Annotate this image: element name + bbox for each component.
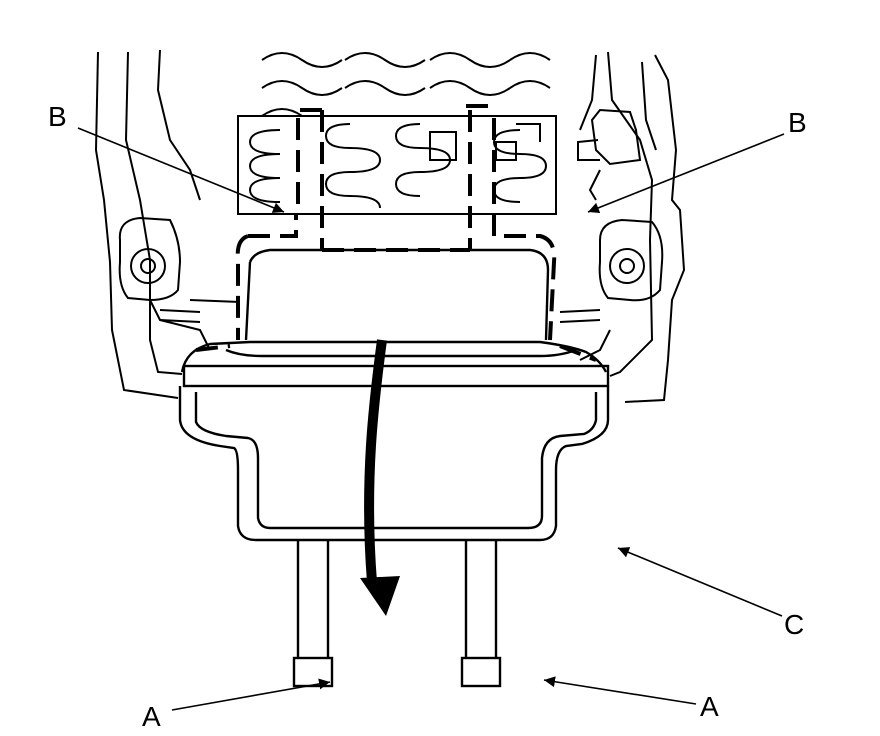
callout-label-a-right: A	[700, 691, 719, 722]
callout-label-a-left: A	[142, 701, 161, 732]
callout-label-c: C	[784, 609, 804, 640]
leader-line-b-left	[77, 127, 285, 213]
headrest-stay-left	[292, 540, 334, 688]
seat-back-frame	[94, 49, 686, 403]
seat-spring-mesh	[237, 52, 557, 215]
headrest-stay-right	[460, 540, 502, 688]
leader-line-b-right	[587, 133, 785, 214]
headrest-body	[178, 248, 610, 542]
leader-line-c	[617, 547, 783, 617]
leader-lines	[77, 127, 785, 711]
headrest-guide-dashed	[195, 104, 597, 362]
left-pivot-bracket	[118, 216, 241, 351]
leader-line-a-right	[543, 676, 697, 705]
leader-line-a-left	[171, 678, 331, 711]
removal-direction-arrow	[360, 339, 400, 616]
callout-label-b-right: B	[788, 107, 807, 138]
right-pivot-bracket	[559, 108, 664, 361]
callout-label-b-left: B	[48, 101, 67, 132]
